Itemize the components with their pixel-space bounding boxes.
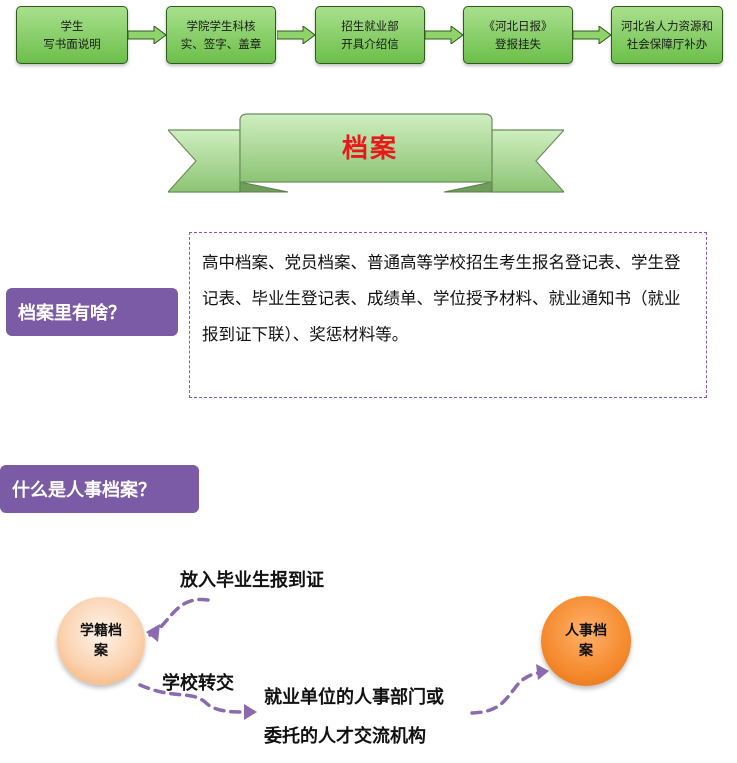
personnel-file-line1: 人事档 [565, 623, 607, 639]
file-contents-box: 高中档案、党员档案、普通高等学校招生考生报名登记表、学生登记表、毕业生登记表、成… [189, 232, 707, 398]
banner-title: 档案 [341, 134, 398, 164]
flow-arrow-4 [573, 26, 611, 44]
section-tag-file-contents-label: 档案里有啥？ [18, 303, 126, 324]
section-tag-personnel-file-label: 什么是人事档案？ [12, 480, 156, 501]
section-tag-file-contents: 档案里有啥？ [6, 288, 178, 336]
section-tag-personnel-file: 什么是人事档案？ [0, 465, 199, 513]
label-destination-line1: 就业单位的人事部门或 [264, 687, 444, 708]
flow-step-3-line1: 招生就业部 [341, 19, 399, 33]
arrowhead-transfer [244, 704, 257, 720]
flow-arrow-3 [425, 26, 463, 44]
flow-step-5-line2: 社会保障厅补办 [626, 37, 708, 51]
ribbon-banner [168, 113, 564, 193]
arrow-dest-curve [470, 670, 545, 715]
flow-arrow-1 [128, 26, 166, 44]
arrowhead-put-in [146, 624, 160, 642]
flow-step-4-line2: 登报挂失 [495, 37, 541, 51]
flow-arrow-2 [277, 26, 315, 44]
flow-step-4-line1: 《河北日报》 [483, 19, 553, 33]
label-put-in: 放入毕业生报到证 [180, 570, 324, 591]
student-file-line1: 学籍档 [80, 623, 122, 639]
label-destination-line2: 委托的人才交流机构 [264, 726, 426, 747]
flow-step-2-line2: 实、签字、盖章 [180, 37, 262, 51]
personnel-file-circle: 人事档 案 [541, 596, 631, 686]
flow-step-1-line1: 学生 [60, 19, 84, 33]
arrowhead-dest [536, 664, 549, 680]
flow-step-5: 河北省人力资源和 社会保障厅补办 [611, 6, 723, 64]
flow-step-3: 招生就业部 开具介绍信 [315, 6, 425, 64]
flow-step-1-line2: 写书面说明 [43, 37, 101, 51]
student-file-line2: 案 [94, 643, 108, 659]
flow-step-5-line1: 河北省人力资源和 [621, 19, 713, 33]
file-contents-text: 高中档案、党员档案、普通高等学校招生考生报名登记表、学生登记表、毕业生登记表、成… [202, 253, 681, 344]
arrow-put-in-curve [148, 597, 210, 637]
student-file-circle: 学籍档 案 [57, 597, 145, 685]
flow-step-3-line2: 开具介绍信 [341, 37, 399, 51]
flow-step-2: 学院学生科核 实、签字、盖章 [166, 6, 276, 64]
flow-step-4: 《河北日报》 登报挂失 [463, 6, 573, 64]
label-transfer: 学校转交 [162, 673, 234, 694]
flow-step-2-line1: 学院学生科核 [186, 19, 256, 33]
flow-step-1: 学生 写书面说明 [16, 6, 128, 64]
personnel-file-line2: 案 [579, 643, 593, 659]
